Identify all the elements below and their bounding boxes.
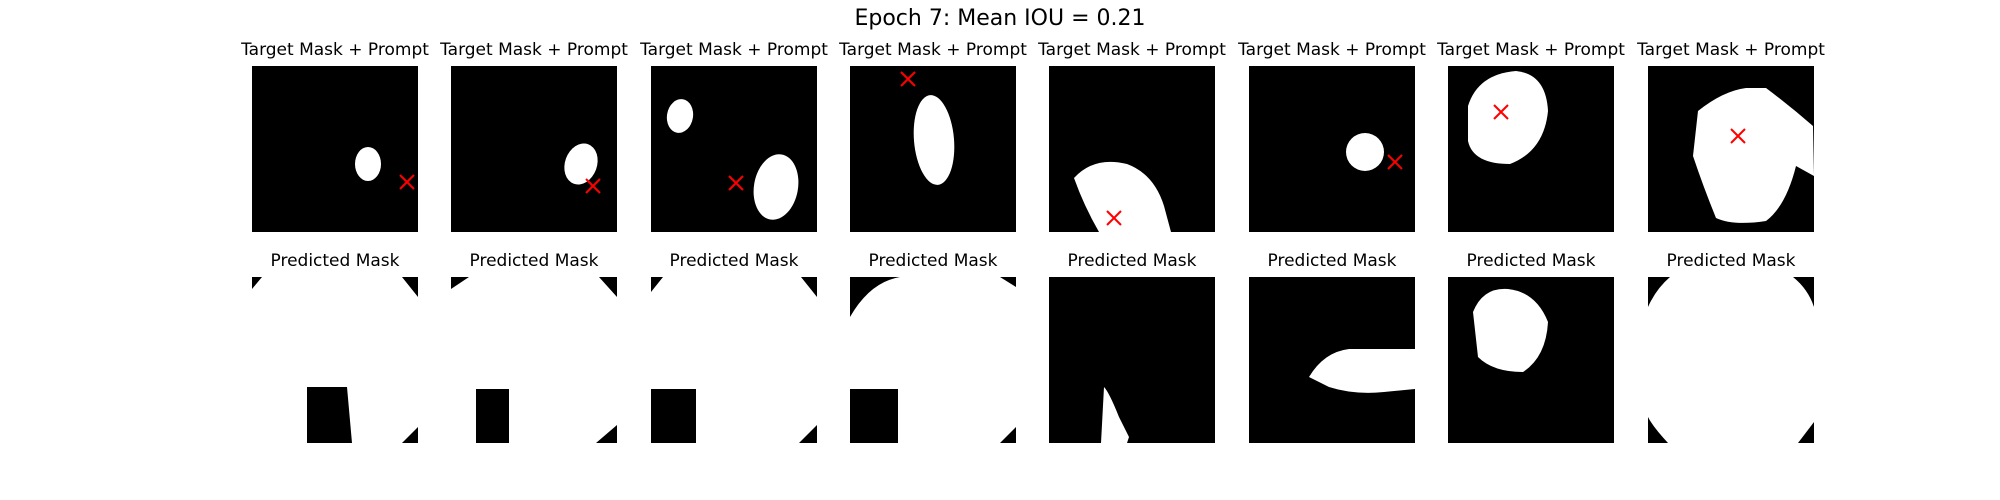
prompt-marker-icon — [399, 174, 415, 190]
mask-region — [850, 277, 1016, 443]
mask-region — [1346, 133, 1384, 171]
target-panel-title: Target Mask + Prompt — [241, 40, 429, 60]
predicted-mask-image — [850, 277, 1016, 443]
target-panel-title: Target Mask + Prompt — [1437, 40, 1625, 60]
mask-region — [666, 99, 694, 133]
predicted-mask-panel — [1648, 277, 1814, 443]
predicted-mask-image — [651, 277, 817, 443]
mask-region — [355, 147, 381, 181]
prompt-marker-icon — [1106, 210, 1122, 226]
target-mask-image — [451, 66, 617, 232]
predicted-mask-panel — [651, 277, 817, 443]
target-mask-panel — [1448, 66, 1614, 232]
mask-region — [913, 95, 955, 185]
target-panel-title: Target Mask + Prompt — [440, 40, 628, 60]
mask-region — [753, 154, 799, 220]
predicted-mask-panel — [1249, 277, 1415, 443]
predicted-mask-image — [252, 277, 418, 443]
mask-background — [252, 66, 418, 232]
target-mask-panel — [451, 66, 617, 232]
predicted-panel-title: Predicted Mask — [1267, 251, 1397, 271]
predicted-panel-title: Predicted Mask — [868, 251, 998, 271]
target-mask-panel — [1249, 66, 1415, 232]
target-mask-panel — [850, 66, 1016, 232]
prompt-marker-icon — [900, 71, 916, 87]
predicted-mask-panel — [1448, 277, 1614, 443]
mask-region — [1473, 288, 1548, 372]
predicted-mask-panel — [252, 277, 418, 443]
predicted-mask-image — [1448, 277, 1614, 443]
predicted-mask-image — [1249, 277, 1415, 443]
target-mask-image — [850, 66, 1016, 232]
predicted-mask-panel — [1049, 277, 1215, 443]
mask-region — [1468, 71, 1548, 164]
target-panel-title: Target Mask + Prompt — [839, 40, 1027, 60]
mask-background — [1249, 66, 1415, 232]
mask-region — [1648, 277, 1814, 443]
prompt-marker-icon — [1493, 104, 1509, 120]
predicted-mask-image — [1648, 277, 1814, 443]
mask-region — [451, 277, 617, 443]
target-panel-title: Target Mask + Prompt — [640, 40, 828, 60]
figure-title: Epoch 7: Mean IOU = 0.21 — [854, 6, 1146, 31]
mask-region — [564, 143, 598, 185]
target-panel-title: Target Mask + Prompt — [1637, 40, 1825, 60]
mask-region — [1074, 161, 1171, 232]
prompt-marker-icon — [1730, 128, 1746, 144]
mask-region — [1309, 349, 1415, 393]
mask-region — [1693, 88, 1814, 223]
target-mask-image — [1049, 66, 1215, 232]
target-mask-image — [1249, 66, 1415, 232]
target-mask-panel — [651, 66, 817, 232]
predicted-mask-panel — [850, 277, 1016, 443]
target-mask-image — [1648, 66, 1814, 232]
predicted-panel-title: Predicted Mask — [1067, 251, 1197, 271]
prompt-marker-icon — [1387, 154, 1403, 170]
target-panel-title: Target Mask + Prompt — [1238, 40, 1426, 60]
mask-background — [651, 66, 817, 232]
predicted-panel-title: Predicted Mask — [1666, 251, 1796, 271]
predicted-mask-image — [1049, 277, 1215, 443]
predicted-mask-panel — [451, 277, 617, 443]
predicted-panel-title: Predicted Mask — [669, 251, 799, 271]
mask-background — [1049, 277, 1215, 443]
target-mask-image — [1448, 66, 1614, 232]
mask-region — [651, 277, 817, 443]
predicted-panel-title: Predicted Mask — [270, 251, 400, 271]
target-panel-title: Target Mask + Prompt — [1038, 40, 1226, 60]
mask-region — [1101, 387, 1129, 443]
mask-region — [252, 277, 418, 443]
target-mask-panel — [1049, 66, 1215, 232]
target-mask-panel — [252, 66, 418, 232]
target-mask-image — [651, 66, 817, 232]
target-mask-panel — [1648, 66, 1814, 232]
predicted-panel-title: Predicted Mask — [1466, 251, 1596, 271]
target-mask-image — [252, 66, 418, 232]
prompt-marker-icon — [585, 178, 601, 194]
predicted-mask-image — [451, 277, 617, 443]
prompt-marker-icon — [728, 175, 744, 191]
predicted-panel-title: Predicted Mask — [469, 251, 599, 271]
